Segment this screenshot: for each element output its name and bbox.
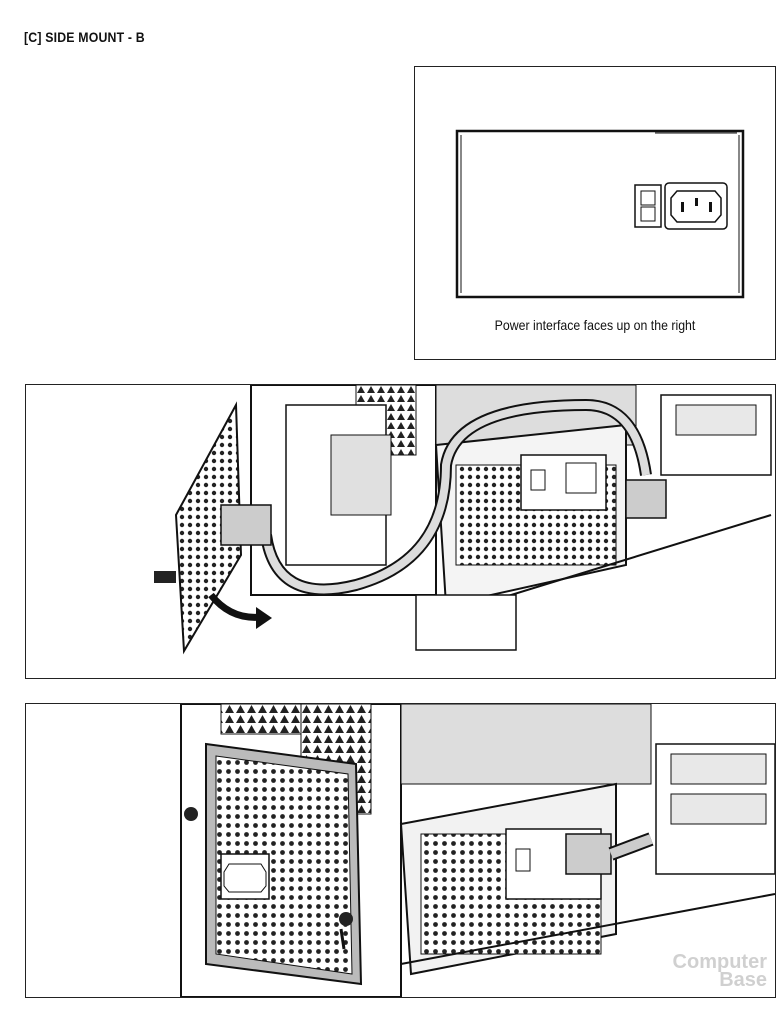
psu-orientation-figure: Power interface faces up on the right	[414, 66, 776, 360]
power-switch-icon	[634, 184, 662, 228]
watermark-line1: Computer	[672, 951, 767, 973]
psu-caption: Power interface faces up on the right	[494, 317, 696, 333]
step2-figure: Computer Base	[25, 703, 776, 998]
power-inlet-icon	[664, 182, 728, 230]
case-bracket-installed-illustration	[180, 704, 775, 997]
section-heading: [C] SIDE MOUNT - B	[24, 29, 145, 45]
watermark-logo: Computer Base	[672, 951, 767, 991]
watermark-line2: Base	[719, 969, 767, 991]
case-bracket-removal-illustration	[154, 385, 772, 655]
psu-rear-illustration	[455, 129, 745, 299]
step1-figure	[25, 384, 776, 679]
